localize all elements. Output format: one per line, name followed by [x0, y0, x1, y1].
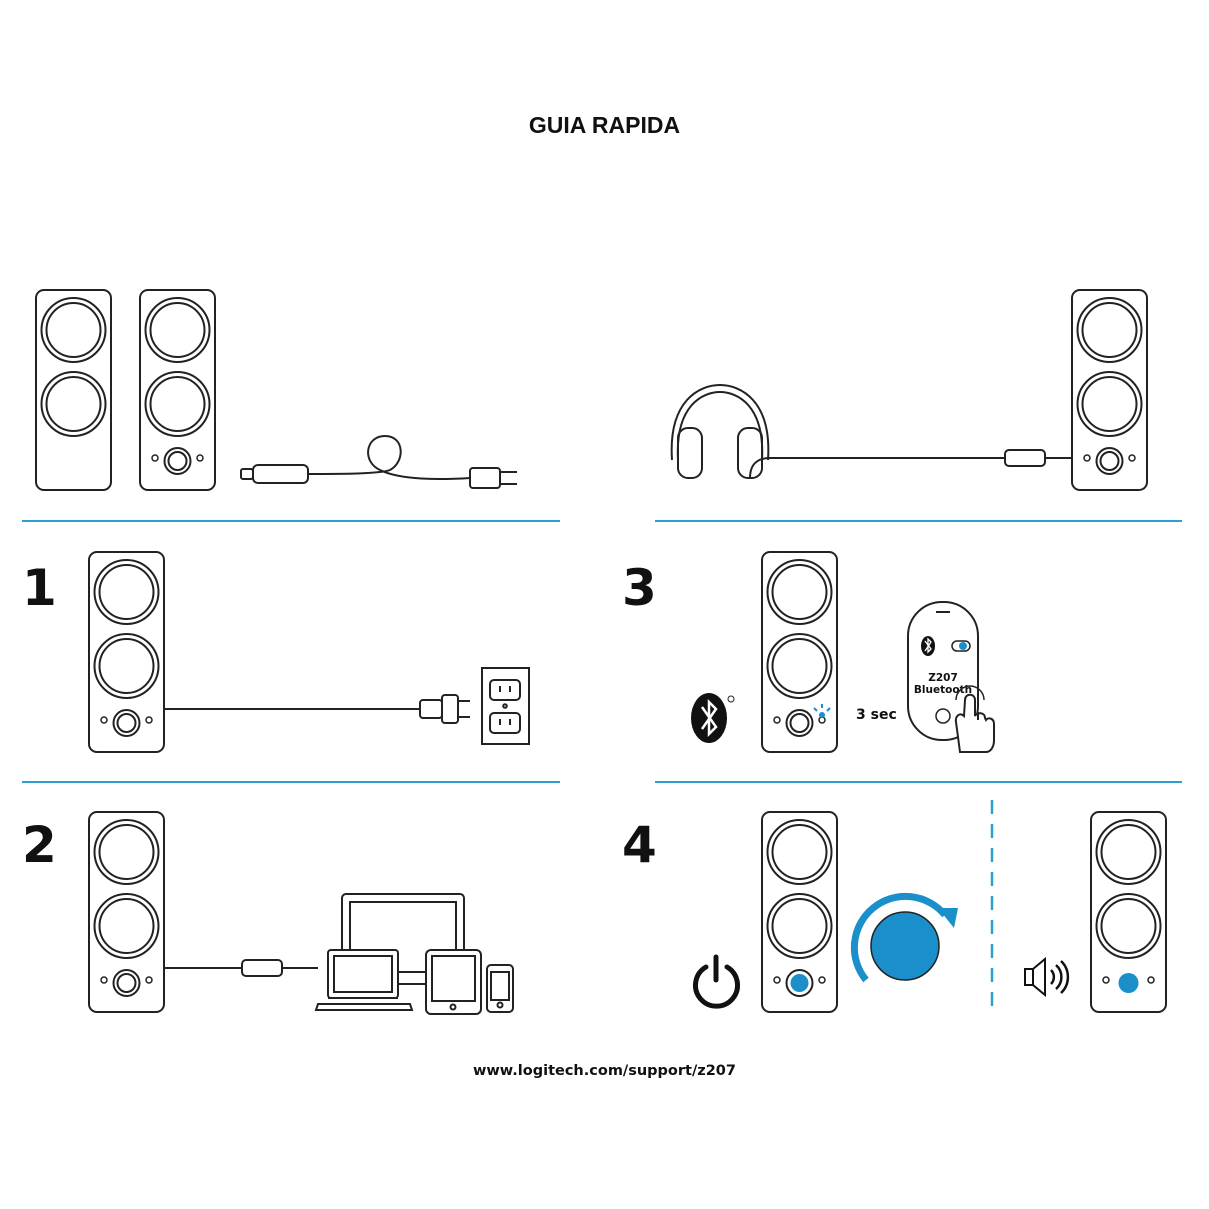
power-cable-icon: [240, 434, 517, 489]
speaker-icon: [35, 289, 112, 491]
monitor-icon: [341, 893, 465, 985]
hold-time-label: 3 sec: [856, 707, 897, 723]
headphones-icon: [670, 383, 1005, 479]
hand-press-icon: [954, 685, 995, 753]
speaker-icon: [1090, 811, 1167, 1013]
speaker-icon: [761, 551, 838, 753]
speaker-icon: [1071, 289, 1148, 491]
box-contents: [35, 289, 517, 491]
phone-device-name: Z207: [928, 672, 958, 684]
bluetooth-icon: [691, 693, 735, 743]
headphones-connection: [670, 289, 1148, 491]
step-number: 1: [22, 559, 57, 617]
step-3: 3 3 sec Z207 Bluetooth: [622, 551, 995, 753]
bluetooth-led-icon: [813, 704, 831, 718]
support-url[interactable]: www.logitech.com/support/z207: [473, 1063, 736, 1079]
speaker-icon: [761, 811, 838, 1013]
power-icon: [693, 954, 740, 1009]
laptop-icon: [314, 949, 414, 1011]
speaker-icon: [88, 551, 165, 753]
audio-jack-icon: [164, 959, 318, 977]
page-title: GUIA RAPIDA: [528, 112, 681, 138]
phone-icon: [486, 964, 514, 1013]
step-number: 3: [622, 559, 657, 617]
step-1: 1: [22, 551, 530, 753]
step-2: 2: [22, 811, 514, 1015]
speaker-icon: [139, 289, 216, 491]
volume-knob-icon: [850, 892, 958, 983]
step-number: 4: [622, 816, 657, 874]
speaker-icon: [88, 811, 165, 1013]
volume-icon: [1024, 956, 1070, 998]
rotate-arrow-icon: [850, 892, 948, 983]
tablet-icon: [425, 949, 482, 1015]
step-number: 2: [22, 816, 57, 874]
phone-device-type: Bluetooth: [914, 684, 972, 696]
step-4: 4: [622, 800, 1167, 1013]
wall-outlet-icon: [481, 667, 530, 745]
power-cable-icon: [164, 694, 470, 724]
